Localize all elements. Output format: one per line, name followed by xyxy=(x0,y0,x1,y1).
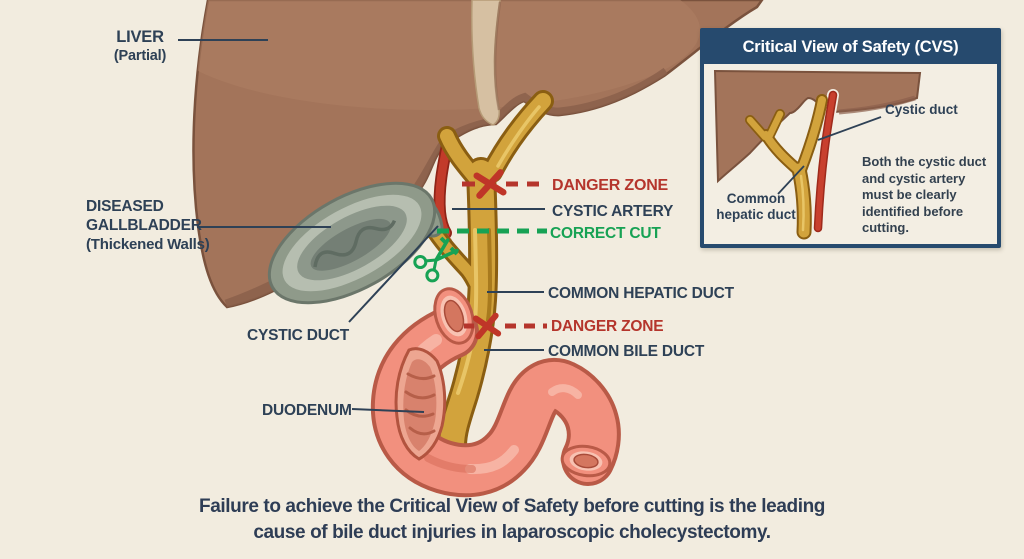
cvs-inset-title: Critical View of Safety (CVS) xyxy=(704,32,997,64)
liver-highlight xyxy=(193,0,700,110)
danger-zone-upper-label: DANGER ZONE xyxy=(552,177,669,194)
duodenum-label: DUODENUM xyxy=(262,402,352,419)
gallbladder-shape xyxy=(267,181,444,305)
liver-label-line1: LIVER xyxy=(116,28,164,46)
liver-label-line2: (Partial) xyxy=(113,48,167,64)
gallbladder-label-line1: DISEASED xyxy=(86,198,164,215)
correct-cut-label: CORRECT CUT xyxy=(550,225,661,242)
cvs-inset-illustration xyxy=(713,69,922,240)
danger-zone-lower-marker xyxy=(464,312,547,340)
inset-note: Both the cystic duct and cystic artery m… xyxy=(862,154,987,235)
common-hepatic-duct-label: COMMON HEPATIC DUCT xyxy=(548,285,734,302)
cvs-inset-body: Cystic duct Common hepatic duct Both the… xyxy=(704,64,997,242)
inset-duct-tree xyxy=(745,89,839,240)
danger-zone-upper-marker xyxy=(462,169,547,199)
caption-line1: Failure to achieve the Critical View of … xyxy=(199,496,825,517)
cvs-inset-panel: Critical View of Safety (CVS) xyxy=(700,28,1001,248)
cystic-artery-label: CYSTIC ARTERY xyxy=(552,203,674,220)
gallbladder-label-line2: GALLBLADDER xyxy=(86,217,202,234)
danger-zone-lower-label: DANGER ZONE xyxy=(551,318,664,335)
gallbladder-label-line3: (Thickened Walls) xyxy=(86,236,210,253)
duodenum-leader-line xyxy=(351,408,425,413)
inset-common-hepatic-label: Common hepatic duct xyxy=(716,191,796,222)
cystic-duct-leader-line xyxy=(348,225,439,323)
caption-line2: cause of bile duct injuries in laparosco… xyxy=(253,522,771,543)
leader-lines xyxy=(178,39,545,413)
liver-label: LIVER (Partial) xyxy=(100,28,180,66)
gallbladder-label: DISEASED GALLBLADDER (Thickened Walls) xyxy=(86,197,210,254)
inset-cystic-duct-label: Cystic duct xyxy=(885,102,958,117)
common-bile-duct-label: COMMON BILE DUCT xyxy=(548,343,705,360)
duodenum-end-opening xyxy=(560,444,612,478)
duodenum-shape xyxy=(370,287,621,498)
caption: Failure to achieve the Critical View of … xyxy=(0,494,1024,546)
duodenum-window xyxy=(394,347,447,461)
inset-leader-lines xyxy=(777,116,882,195)
scissors-icon xyxy=(413,238,459,283)
cystic-duct-label: CYSTIC DUCT xyxy=(247,327,349,344)
duodenum-top-opening xyxy=(433,287,475,345)
